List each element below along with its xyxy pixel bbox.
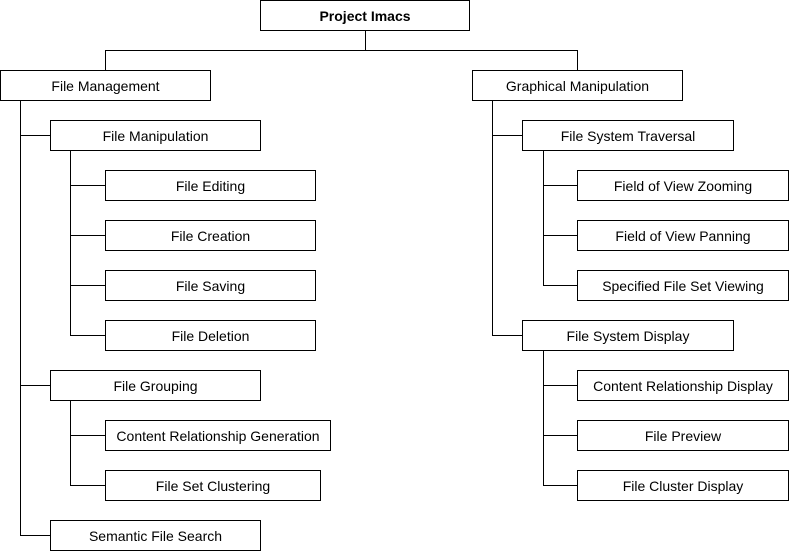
node-specified-file-set-viewing: Specified File Set Viewing	[577, 270, 789, 301]
node-semantic-file-search: Semantic File Search	[50, 520, 261, 551]
node-field-of-view-zooming: Field of View Zooming	[577, 170, 789, 201]
node-graphical-manipulation: Graphical Manipulation	[472, 70, 683, 101]
node-file-set-clustering: File Set Clustering	[105, 470, 321, 501]
node-file-grouping: File Grouping	[50, 370, 261, 401]
node-file-system-traversal: File System Traversal	[522, 120, 734, 151]
node-file-saving: File Saving	[105, 270, 316, 301]
node-field-of-view-panning: Field of View Panning	[577, 220, 789, 251]
node-file-deletion: File Deletion	[105, 320, 316, 351]
node-file-editing: File Editing	[105, 170, 316, 201]
node-file-creation: File Creation	[105, 220, 316, 251]
node-content-relationship-generation: Content Relationship Generation	[105, 420, 331, 451]
node-content-relationship-display: Content Relationship Display	[577, 370, 789, 401]
node-file-management: File Management	[0, 70, 211, 101]
node-file-preview: File Preview	[577, 420, 789, 451]
node-file-system-display: File System Display	[522, 320, 734, 351]
node-file-manipulation: File Manipulation	[50, 120, 261, 151]
node-file-cluster-display: File Cluster Display	[577, 470, 789, 501]
node-project-imacs: Project Imacs	[260, 0, 470, 31]
